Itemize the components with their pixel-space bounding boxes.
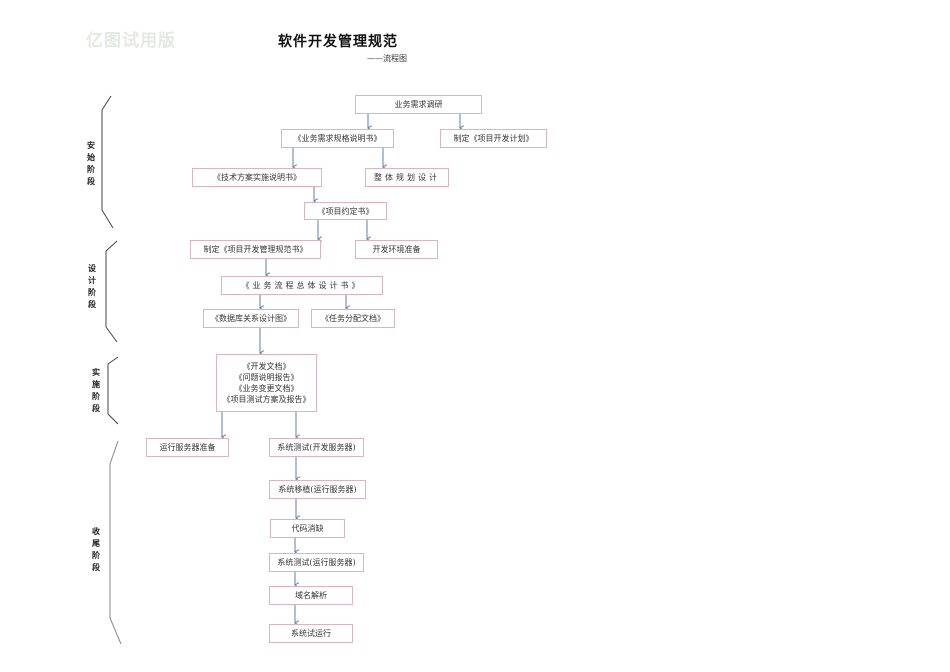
impl-doc-line: 《业务变更文档》 — [234, 384, 299, 393]
bracket-start-stage — [101, 95, 114, 229]
impl-doc-line: 《开发文档》 — [242, 362, 291, 371]
impl-doc-line: 《问题说明报告》 — [234, 373, 299, 382]
node-test-prod-server[interactable]: 系统测试(运行服务器) — [269, 553, 364, 572]
diagram-subtitle: ——流程图 — [367, 54, 407, 63]
node-tech-solution[interactable]: 《技术方案实施说明书》 — [192, 168, 322, 187]
stage-label-start: 安 始 阶 段 — [86, 140, 96, 188]
node-project-plan[interactable]: 制定《项目开发计划》 — [440, 129, 547, 148]
stage-char: 安 — [87, 141, 95, 150]
node-bug-fix[interactable]: 代码消缺 — [270, 519, 345, 538]
stage-char: 段 — [92, 563, 100, 572]
stage-char: 阶 — [92, 551, 100, 560]
stage-char: 段 — [87, 177, 95, 186]
stage-char: 计 — [88, 276, 96, 285]
stage-char: 尾 — [92, 539, 100, 548]
impl-doc-line: 《项目测试方案及报告》 — [222, 395, 311, 404]
bracket-impl-stage — [107, 356, 119, 425]
stage-char: 收 — [92, 527, 100, 536]
node-mgmt-spec[interactable]: 制定《项目开发管理规范书》 — [190, 240, 321, 259]
node-requirements-spec[interactable]: 《业务需求规格说明书》 — [281, 129, 394, 148]
stage-char: 实 — [92, 368, 100, 377]
node-migrate-prod[interactable]: 系统移植(运行服务器) — [269, 480, 366, 499]
stage-char: 段 — [92, 404, 100, 413]
stage-char: 段 — [88, 300, 96, 309]
node-db-design[interactable]: 《数据库关系设计图》 — [203, 309, 299, 328]
node-prod-server-prep[interactable]: 运行服务器准备 — [146, 438, 229, 457]
stage-char: 阶 — [92, 392, 100, 401]
node-task-doc[interactable]: 《任务分配文档》 — [311, 309, 395, 328]
node-test-dev-server[interactable]: 系统测试(开发服务器) — [269, 438, 364, 457]
stage-char: 阶 — [87, 165, 95, 174]
flow-arrows — [222, 113, 460, 623]
stage-label-close: 收 尾 阶 段 — [91, 526, 101, 574]
stage-label-design: 设 计 阶 段 — [87, 263, 97, 311]
node-process-design[interactable]: 《业务流程总体设计书》 — [221, 276, 383, 295]
watermark: 亿图试用版 — [86, 31, 176, 51]
stage-char: 始 — [87, 153, 95, 162]
node-overall-planning[interactable]: 整体规划设计 — [365, 168, 449, 187]
node-dns[interactable]: 域名解析 — [269, 586, 353, 605]
bracket-design-stage — [105, 240, 118, 343]
diagram-title: 软件开发管理规范 — [278, 34, 398, 50]
node-project-agreement[interactable]: 《项目约定书》 — [304, 202, 387, 220]
node-dev-env[interactable]: 开发环境准备 — [355, 240, 438, 259]
stage-brackets — [101, 95, 122, 645]
bracket-close-stage — [109, 440, 122, 645]
node-requirements-research[interactable]: 业务需求调研 — [355, 95, 482, 114]
node-impl-docs[interactable]: 《开发文档》 《问题说明报告》 《业务变更文档》 《项目测试方案及报告》 — [216, 354, 317, 412]
stage-char: 施 — [92, 380, 100, 389]
stage-char: 阶 — [88, 288, 96, 297]
stage-label-impl: 实 施 阶 段 — [91, 367, 101, 415]
node-trial-run[interactable]: 系统试运行 — [269, 624, 353, 643]
stage-char: 设 — [88, 264, 96, 273]
